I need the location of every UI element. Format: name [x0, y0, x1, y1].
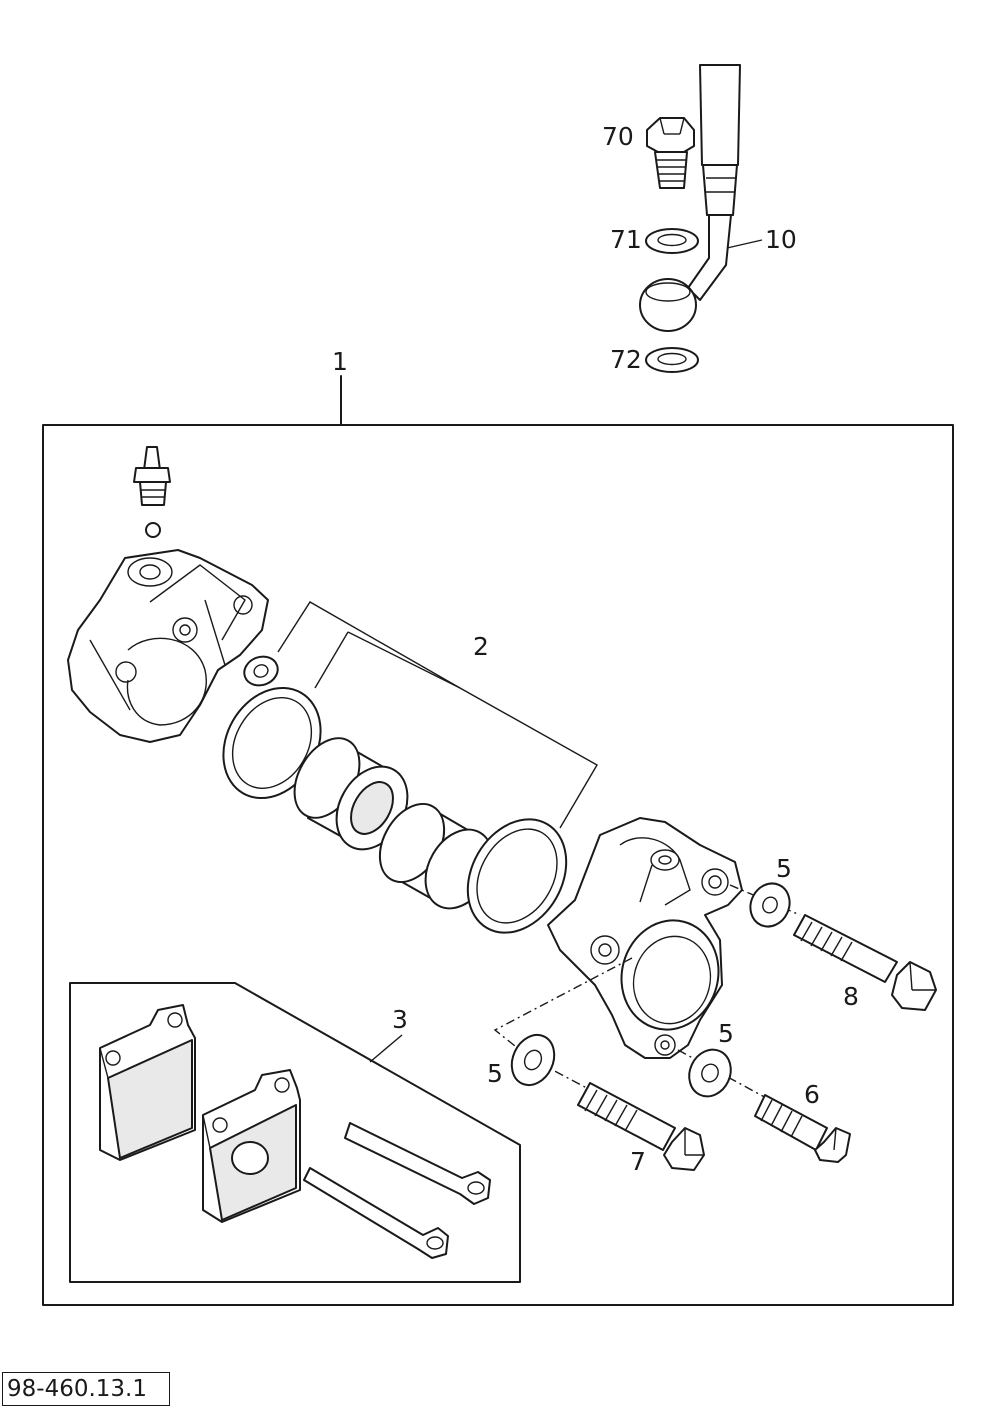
cotter-pin-lower [303, 1167, 449, 1259]
centerline-mount-bolt [493, 957, 633, 1096]
dust-seal-right [466, 818, 568, 934]
assembly-frame [42, 424, 954, 1306]
callout-5-upper: 5 [776, 854, 792, 883]
callout-70: 70 [602, 122, 634, 151]
dust-seal-left [222, 686, 322, 800]
copper-washer-upper [645, 228, 699, 254]
leader-3 [369, 1034, 403, 1063]
banjo-bolt [646, 117, 695, 189]
diagram-reference-number: 98-460.13.1 [2, 1372, 170, 1406]
washer-5-lower-left [510, 1033, 556, 1087]
bolt-7 [577, 1082, 705, 1171]
bleed-valve [133, 446, 171, 506]
callout-5-lower-right: 5 [718, 1019, 734, 1048]
callout-7: 7 [630, 1147, 646, 1176]
pad-kit-frame [69, 982, 521, 1283]
small-o-ring [243, 655, 279, 687]
piston-hollow [293, 737, 409, 851]
callout-5-lower-left: 5 [487, 1059, 503, 1088]
cotter-pin-upper [344, 1122, 491, 1205]
leader-10 [726, 239, 763, 249]
washer-5-lower-right [688, 1048, 732, 1098]
copper-washer-lower [645, 347, 699, 373]
callout-72: 72 [610, 345, 642, 374]
brake-hose [639, 64, 741, 332]
callout-71: 71 [610, 225, 642, 254]
washer-5-upper [749, 882, 791, 928]
caliper-half-right [547, 817, 743, 1059]
callout-10: 10 [765, 225, 797, 254]
brake-pad-left [99, 1004, 196, 1161]
callout-8: 8 [843, 982, 859, 1011]
callout-2: 2 [473, 632, 489, 661]
caliper-half-left [67, 549, 269, 743]
bolt-8 [793, 914, 937, 1011]
callout-6: 6 [804, 1080, 820, 1109]
callout-3: 3 [392, 1005, 408, 1034]
bleed-ball [145, 522, 161, 538]
bolt-6 [754, 1094, 851, 1163]
callout-1: 1 [332, 347, 348, 376]
brake-pad-right [202, 1069, 301, 1223]
